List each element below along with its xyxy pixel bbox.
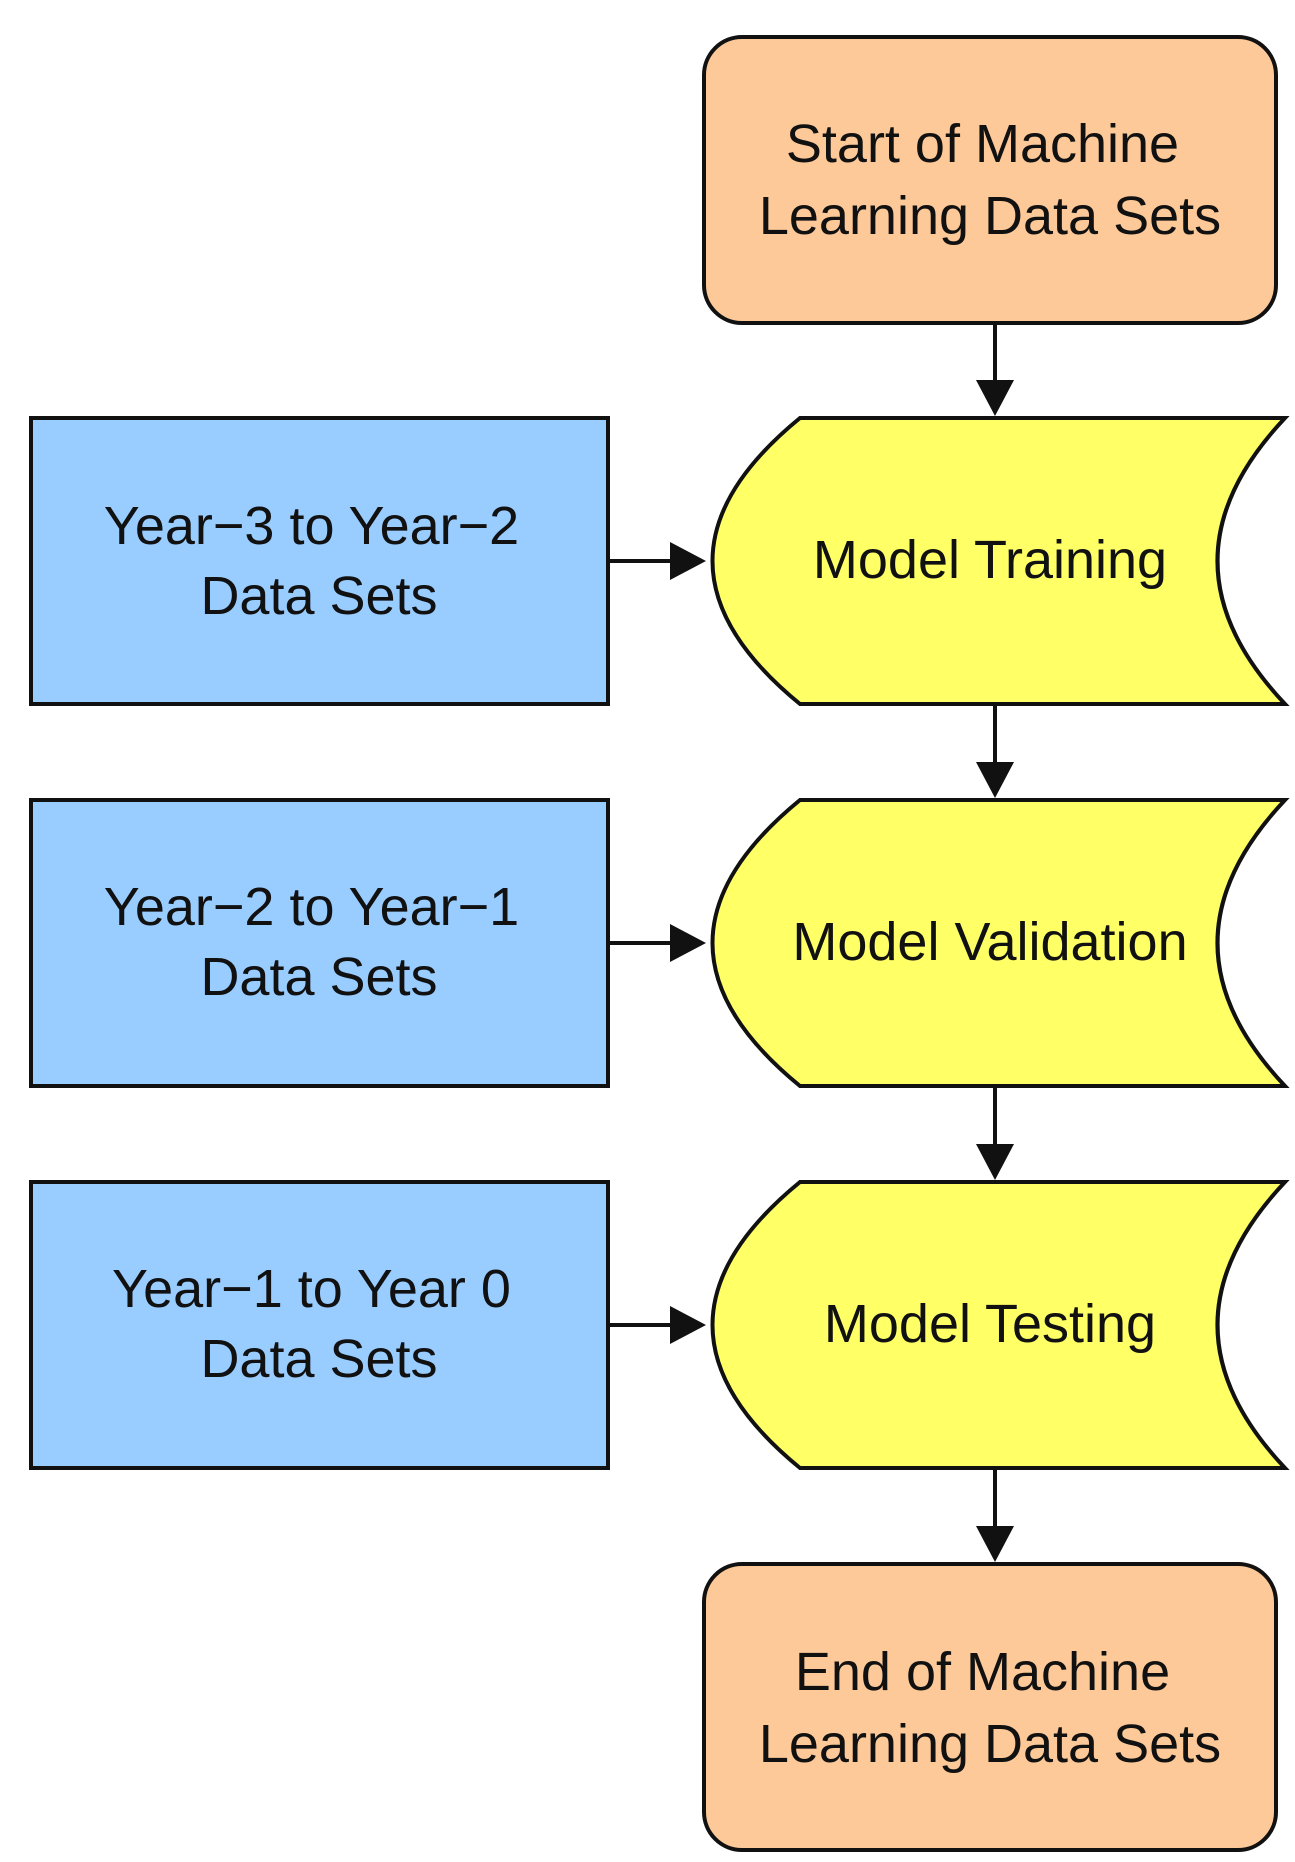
process-model-validation-label: Model Validation: [792, 912, 1187, 972]
start-node-line-1: Start of Machine: [786, 114, 1179, 174]
input-box-testing-data: Year−1 to Year 0 Data Sets: [29, 1180, 610, 1470]
svg-text:End of Machine Learning: End of Machine Learning Data Sets: [759, 1642, 1221, 1774]
process-model-testing-shape: [710, 1180, 1290, 1470]
process-model-training-shape: [710, 416, 1290, 706]
svg-text:Year−2 to Year−1 Data Se: Year−2 to Year−1 Data Sets: [104, 877, 534, 1007]
process-model-validation: Model Validation: [710, 798, 1290, 1088]
arrow-validation-to-testing: [976, 1086, 1014, 1180]
start-node-shape: [702, 35, 1278, 325]
input-box-validation-data: Year−2 to Year−1 Data Sets: [29, 798, 610, 1088]
input-box-training-line-2: Data Sets: [200, 566, 437, 626]
svg-text:Year−3 to Year−2 Data Se: Year−3 to Year−2 Data Sets: [104, 496, 534, 626]
process-model-training: Model Training: [710, 416, 1290, 706]
arrow-validation-input: [608, 924, 706, 962]
svg-text:Year−1 to Year 0 Data Se: Year−1 to Year 0 Data Sets: [112, 1259, 526, 1389]
svg-text:Start of Machine Learnin: Start of Machine Learning Data Sets: [759, 114, 1221, 246]
input-box-testing-data-shape: [29, 1180, 610, 1470]
input-box-validation-data-shape: [29, 798, 610, 1088]
start-node-line-2: Learning Data Sets: [759, 186, 1221, 246]
end-node: End of Machine Learning Data Sets: [702, 1562, 1278, 1852]
process-model-testing: Model Testing: [710, 1180, 1290, 1470]
start-node: Start of Machine Learning Data Sets: [702, 35, 1278, 325]
input-box-testing-line-1: Year−1 to Year 0: [112, 1259, 511, 1319]
input-box-training-data: Year−3 to Year−2 Data Sets: [29, 416, 610, 706]
input-box-training-data-shape: [29, 416, 610, 706]
arrow-training-input: [608, 542, 706, 580]
arrow-start-to-training: [976, 323, 1014, 416]
process-model-training-label: Model Training: [813, 530, 1167, 590]
input-box-validation-line-2: Data Sets: [200, 947, 437, 1007]
end-node-shape: [702, 1562, 1278, 1852]
arrow-testing-input: [608, 1306, 706, 1344]
input-box-testing-line-2: Data Sets: [200, 1329, 437, 1389]
arrow-training-to-validation: [976, 704, 1014, 798]
input-box-validation-line-1: Year−2 to Year−1: [104, 877, 519, 937]
input-box-training-line-1: Year−3 to Year−2: [104, 496, 519, 556]
end-node-line-2: Learning Data Sets: [759, 1714, 1221, 1774]
arrow-testing-to-end: [976, 1468, 1014, 1562]
process-model-testing-label: Model Testing: [824, 1294, 1156, 1354]
end-node-line-1: End of Machine: [795, 1642, 1170, 1702]
process-model-validation-shape: [710, 798, 1290, 1088]
